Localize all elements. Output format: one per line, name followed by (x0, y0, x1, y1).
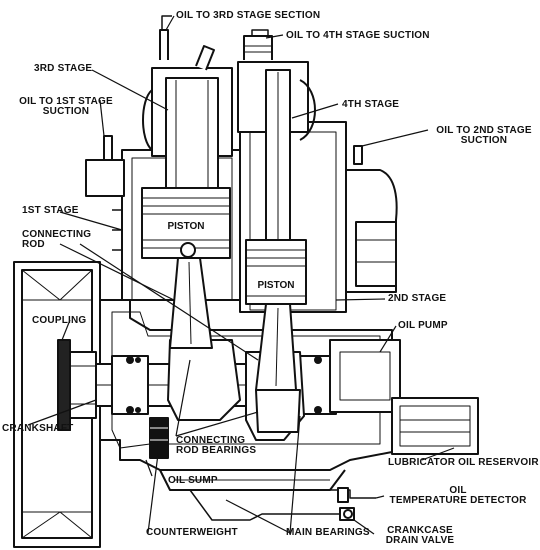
label-2nd-stage: 2ND STAGE (388, 293, 447, 304)
label-oil-2nd-line1: OIL TO 2ND STAGE (436, 125, 532, 136)
label-oil-1st-line1: OIL TO 1ST STAGE (19, 96, 113, 107)
label-drain-line2: DRAIN VALVE (385, 535, 455, 546)
label-oil-1st-line2: SUCTION (42, 106, 90, 117)
main-bearings (126, 356, 322, 414)
label-oil-pump: OIL PUMP (398, 320, 448, 331)
piston-upper-label: PISTON (167, 221, 204, 232)
label-oil-temp-line1: OIL (449, 485, 467, 496)
third-stage-cylinder (142, 67, 233, 189)
oil-fittings-side (85, 135, 363, 197)
label-oil-sump: OIL SUMP (168, 475, 218, 486)
label-main-bearings: MAIN BEARINGS (286, 527, 370, 538)
label-4th-stage: 4TH STAGE (342, 99, 400, 110)
bottom-fittings (189, 487, 376, 521)
label-crankcase-drain-valve: CRANKCASE DRAIN VALVE (370, 526, 470, 546)
piston-lower-label: PISTON (257, 280, 294, 291)
lubricator-assembly (329, 169, 479, 455)
label-connecting-rod-line1: CONNECTING (22, 229, 92, 240)
label-oil-1st-stage: OIL TO 1ST STAGE SUCTION (18, 97, 114, 117)
label-connecting-rod-bearings: CONNECTING ROD BEARINGS (176, 436, 256, 456)
connecting-rod-right (255, 303, 301, 433)
label-oil-3rd-stage: OIL TO 3RD STAGE SECTION (176, 10, 321, 21)
label-lubricator-oil-reservoir: LUBRICATOR OIL RESERVOIR (388, 457, 539, 468)
label-oil-temp-line2: TEMPERATURE DETECTOR (389, 495, 527, 506)
oil-fittings-top (159, 15, 273, 71)
label-drain-line1: CRANKCASE (387, 525, 453, 536)
fourth-stage-cylinder (237, 61, 316, 241)
coupling (57, 339, 97, 431)
connecting-rod-left (169, 242, 213, 349)
label-1st-stage: 1ST STAGE (22, 205, 79, 216)
leader-lines (27, 15, 455, 535)
label-conn-rod-bearings-line1: CONNECTING (176, 435, 246, 446)
label-coupling: COUPLING (32, 315, 87, 326)
label-conn-rod-bearings-line2: ROD BEARINGS (176, 445, 257, 456)
label-oil-2nd-line2: SUCTION (460, 135, 508, 146)
label-oil-2nd-stage: OIL TO 2ND STAGE SUCTION (430, 126, 538, 146)
label-crankshaft: CRANKSHAFT (2, 423, 74, 434)
label-counterweight: COUNTERWEIGHT (146, 527, 238, 538)
label-3rd-stage: 3RD STAGE (34, 63, 93, 74)
label-connecting-rod-line2: ROD (22, 239, 45, 250)
label-oil-temperature-detector: OIL TEMPERATURE DETECTOR (378, 486, 538, 506)
label-oil-4th-stage: OIL TO 4TH STAGE SUCTION (286, 30, 430, 41)
label-connecting-rod: CONNECTING ROD (22, 230, 91, 250)
